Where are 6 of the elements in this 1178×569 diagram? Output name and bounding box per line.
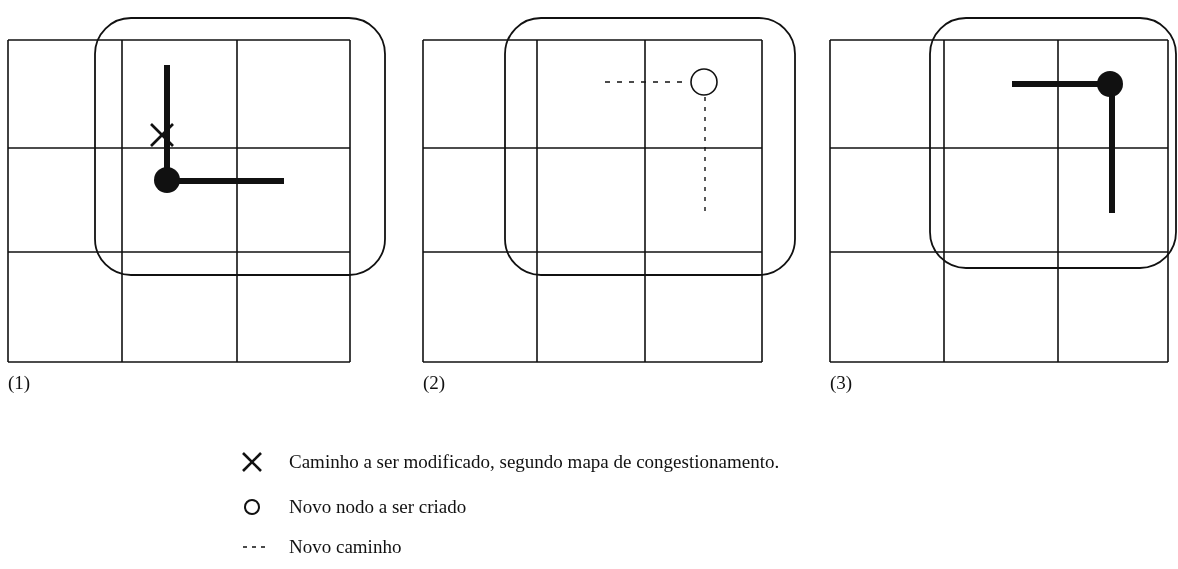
legend-text: Novo nodo a ser criado bbox=[289, 496, 467, 518]
panel-label: (2) bbox=[423, 372, 446, 394]
legend-text: Novo caminho bbox=[289, 536, 402, 558]
legend-text: Caminho a ser modificado, segundo mapa de congestionamento. bbox=[289, 451, 780, 473]
panel-label: (1) bbox=[8, 372, 31, 394]
panel-label: (3) bbox=[830, 372, 853, 394]
